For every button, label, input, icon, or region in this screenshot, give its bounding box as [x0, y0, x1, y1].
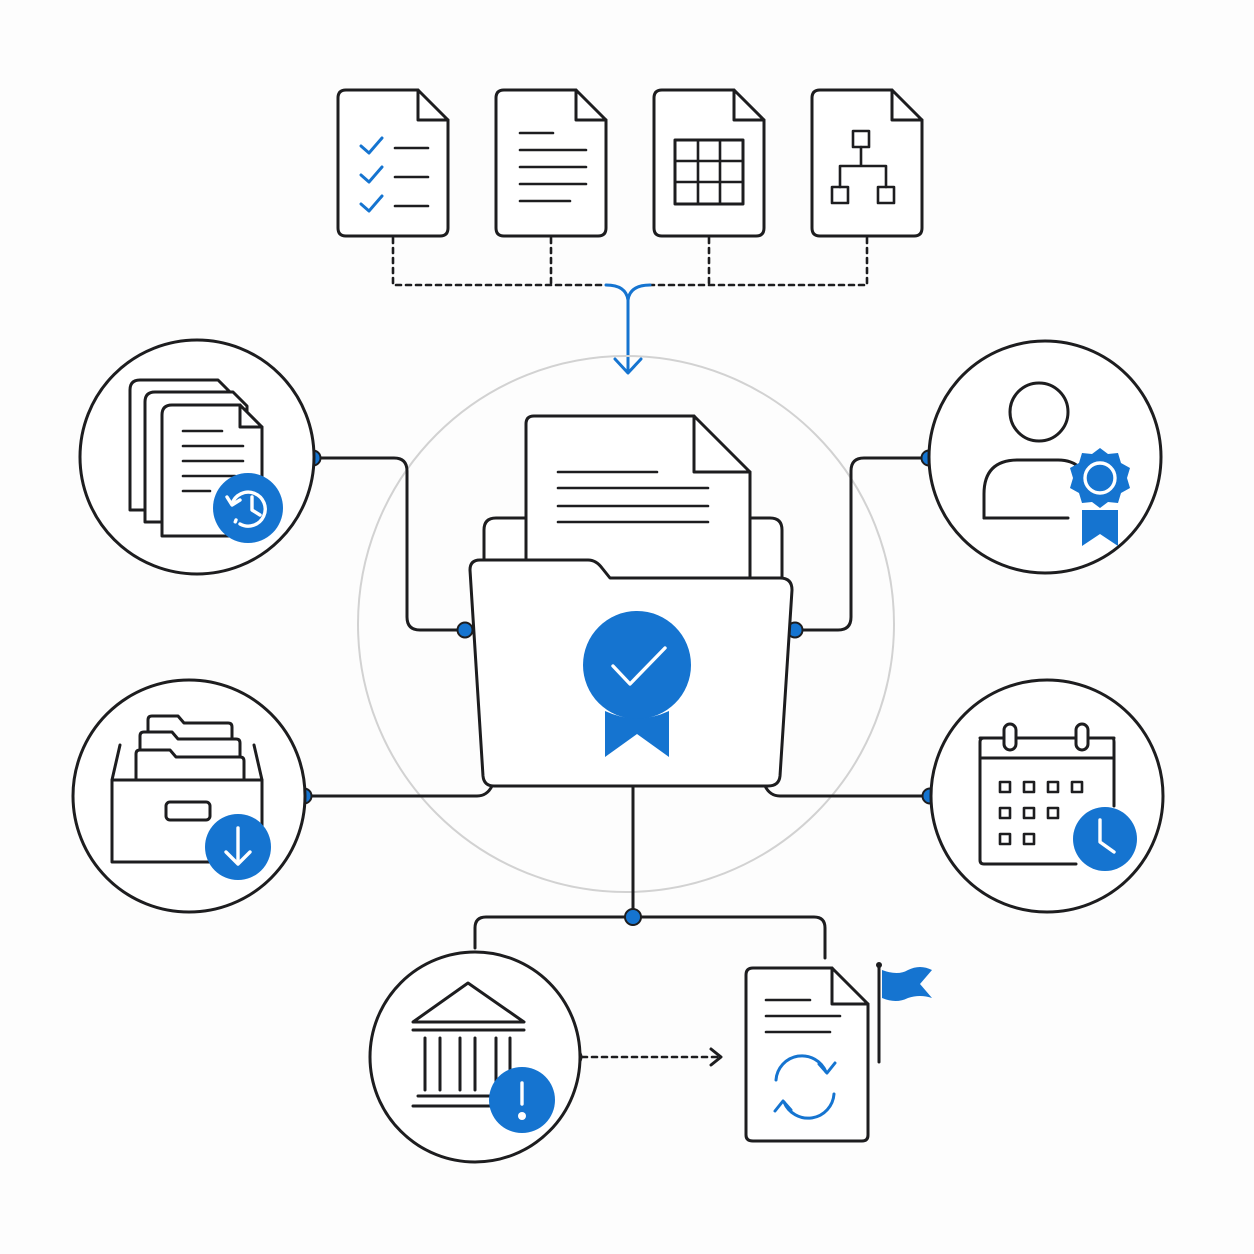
document-version-history-icon	[78, 338, 316, 576]
down-arrow-icon	[613, 298, 643, 375]
org-chart-document-icon	[810, 88, 924, 238]
calendar-days	[998, 780, 1084, 846]
certified-user-icon	[927, 339, 1163, 575]
text-document-icon	[494, 88, 608, 238]
approved-folder-icon	[468, 414, 794, 788]
archive-box-download-icon	[71, 678, 307, 914]
central-halo	[357, 355, 895, 893]
checklist-document-icon	[336, 88, 450, 238]
source-merge-connector	[391, 236, 869, 302]
dashed-arrow-connector	[580, 1047, 723, 1067]
flagged-document-sync-icon	[744, 962, 932, 1143]
calendar-schedule-icon	[929, 678, 1165, 914]
connector-lines	[302, 456, 932, 960]
institution-alert-icon	[368, 950, 582, 1164]
spreadsheet-document-icon	[652, 88, 766, 238]
